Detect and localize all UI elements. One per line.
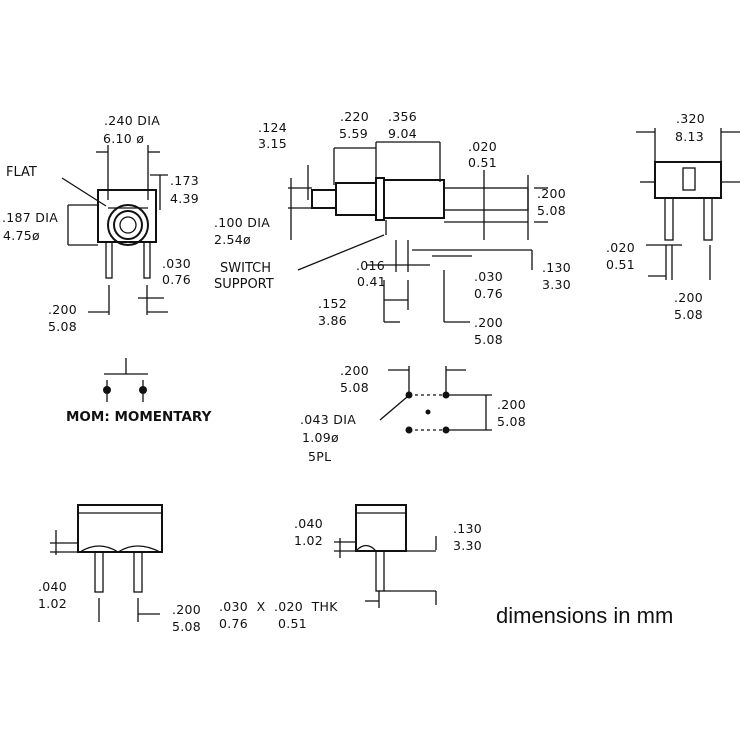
br-dim-040-inch: .040 xyxy=(294,516,323,531)
actuator-tip xyxy=(311,189,337,209)
bl-dim-040-mm: 1.02 xyxy=(38,596,67,611)
br-dim-130-inch: .130 xyxy=(453,521,482,536)
pcb-hole-5 xyxy=(425,409,431,415)
contact-dot-right xyxy=(139,386,147,394)
pin-thickness-inch: .030 X .020 THK xyxy=(219,599,338,614)
end-pin-left xyxy=(664,197,674,241)
dim-020-end-mm: 0.51 xyxy=(606,257,635,272)
switch-support-leader xyxy=(297,234,385,271)
dia-187-mm: 4.75ø xyxy=(3,228,40,243)
hole-dia-inch: .043 DIA xyxy=(300,412,356,427)
bushing-outer-circle xyxy=(107,204,149,246)
dim-200-end-mm: 5.08 xyxy=(674,307,703,322)
pin-side-bottom xyxy=(375,550,385,592)
end-view: .320 8.13 .020 0.51 .200 5.08 xyxy=(606,111,740,322)
switch-support-label-2: SUPPORT xyxy=(214,277,274,292)
dim-200-mm: 5.08 xyxy=(48,319,77,334)
dim-152-inch: .152 xyxy=(318,296,347,311)
flat-leader xyxy=(61,177,107,207)
body-bottom-right xyxy=(355,504,407,552)
actuator-end xyxy=(682,167,696,191)
pcb-dim-200h-mm: 5.08 xyxy=(340,380,369,395)
bl-dim-200-inch: .200 xyxy=(172,602,201,617)
dim-152-mm: 3.86 xyxy=(318,313,347,328)
pcb-dim-200h-inch: .200 xyxy=(340,363,369,378)
dim-220-inch: .220 xyxy=(340,109,369,124)
dia-100-mm: 2.54ø xyxy=(214,232,251,247)
dim-020-mm: 0.51 xyxy=(468,155,497,170)
momentary-label: MOM: MOMENTARY xyxy=(66,409,212,425)
dim-020-inch: .020 xyxy=(468,139,497,154)
dim-200-end-inch: .200 xyxy=(674,290,703,305)
side-view: .124 3.15 .220 5.59 .356 9.04 .020 0.51 … xyxy=(214,109,571,347)
br-dim-040-mm: 1.02 xyxy=(294,533,323,548)
dim-016-inch: .016 xyxy=(356,258,385,273)
dim-200a-inch: .200 xyxy=(537,186,566,201)
bushing-inner-circle xyxy=(113,210,143,240)
momentary-schematic: MOM: MOMENTARY xyxy=(66,358,212,425)
pin-thickness-mm: 0.76 0.51 xyxy=(219,616,307,631)
actuator-circle xyxy=(119,216,137,234)
dim-320-inch: .320 xyxy=(676,111,705,126)
switch-support-label-1: SWITCH xyxy=(220,261,271,276)
dim-030-side-mm: 0.76 xyxy=(474,286,503,301)
bl-dim-040-inch: .040 xyxy=(38,579,67,594)
dim-030-side-inch: .030 xyxy=(474,269,503,284)
switch-body-side xyxy=(383,179,445,219)
pin-left xyxy=(94,551,104,593)
end-pin-right xyxy=(703,197,713,241)
front-pin-right xyxy=(143,241,151,279)
bushing-side xyxy=(335,182,377,216)
flat-label: FLAT xyxy=(6,165,37,180)
dim-020-end-inch: .020 xyxy=(606,240,635,255)
dim-220-mm: 5.59 xyxy=(339,126,368,141)
support-flange xyxy=(375,177,385,221)
dim-200b-mm: 5.08 xyxy=(474,332,503,347)
bottom-right-view: .040 1.02 .130 3.30 xyxy=(294,504,482,608)
dia-100-inch: .100 DIA xyxy=(214,215,270,230)
dia-240-inch: .240 DIA xyxy=(104,113,160,128)
dim-173-inch: .173 xyxy=(170,173,199,188)
dim-320-mm: 8.13 xyxy=(675,129,704,144)
dim-200a-mm: 5.08 xyxy=(537,203,566,218)
dim-124-mm: 3.15 xyxy=(258,136,287,151)
dim-130-inch: .130 xyxy=(542,260,571,275)
dia-240-mm: 6.10 ø xyxy=(103,131,144,146)
body-bottom-left xyxy=(77,504,163,553)
br-dim-130-mm: 3.30 xyxy=(453,538,482,553)
dim-124-inch: .124 xyxy=(258,120,287,135)
contact-dot-left xyxy=(103,386,111,394)
dim-200-inch: .200 xyxy=(48,302,77,317)
dia-187-inch: .187 DIA xyxy=(2,210,58,225)
hole-count: 5PL xyxy=(308,449,331,464)
front-pin-left xyxy=(105,241,113,279)
dim-356-mm: 9.04 xyxy=(388,126,417,141)
dim-016-mm: 0.41 xyxy=(357,274,386,289)
hole-dia-mm: 1.09ø xyxy=(302,430,339,445)
dim-130-mm: 3.30 xyxy=(542,277,571,292)
hole-leader xyxy=(379,396,408,421)
dim-200b-inch: .200 xyxy=(474,315,503,330)
bl-dim-200-mm: 5.08 xyxy=(172,619,201,634)
front-view: .240 DIA 6.10 ø FLAT .187 DIA 4.75ø .173… xyxy=(2,113,199,334)
dim-173-mm: 4.39 xyxy=(170,191,199,206)
dim-356-inch: .356 xyxy=(388,109,417,124)
pin-side xyxy=(443,187,529,211)
pin-right xyxy=(133,551,143,593)
bottom-left-view: .040 1.02 .200 5.08 .030 X .020 THK 0.76… xyxy=(38,504,338,634)
switch-body-front xyxy=(97,189,157,243)
pcb-dim-200v-inch: .200 xyxy=(497,397,526,412)
pcb-dim-200v-mm: 5.08 xyxy=(497,414,526,429)
dim-030-mm: 0.76 xyxy=(162,272,191,287)
dim-030-inch: .030 xyxy=(162,256,191,271)
units-note: dimensions in mm xyxy=(496,603,673,628)
pcb-layout: .200 5.08 .043 DIA 1.09ø 5PL .200 5.08 xyxy=(300,363,526,464)
